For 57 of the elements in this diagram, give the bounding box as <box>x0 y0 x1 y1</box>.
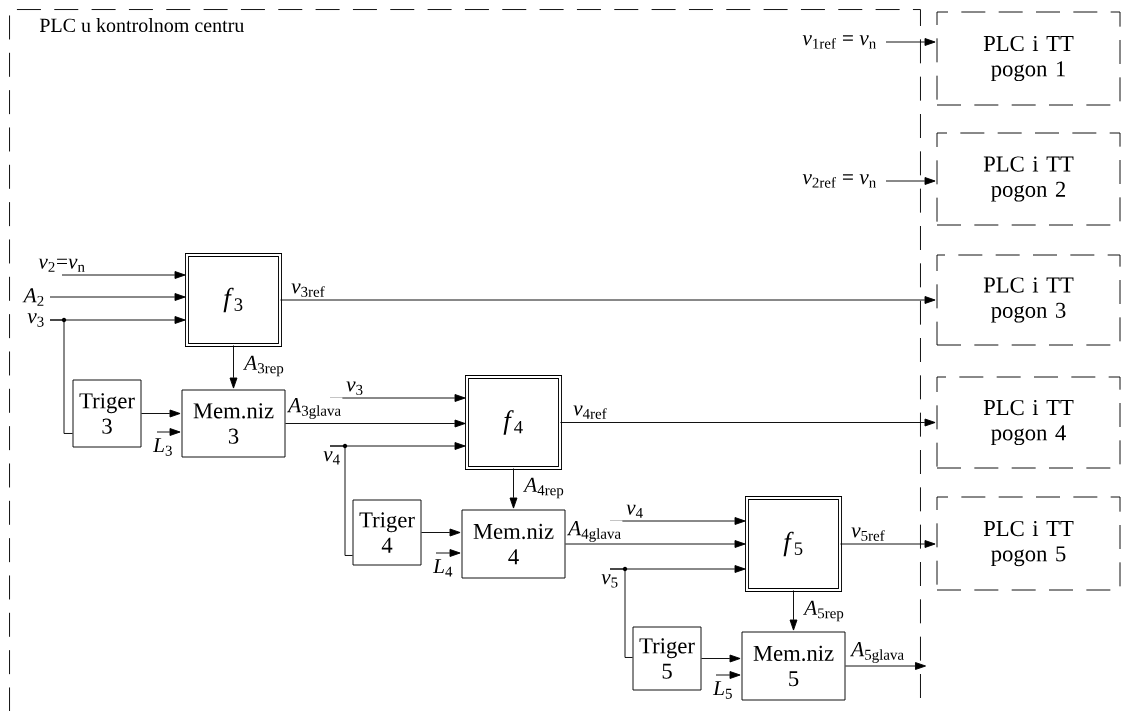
edge-label: A$_{4glava}$ <box>566 520 623 543</box>
edge-label: L$_{5}$ <box>712 680 734 700</box>
trigger-box: Triger 4 <box>352 499 422 566</box>
signal-label: v$_{3}$ <box>27 313 44 327</box>
arrow <box>435 549 461 557</box>
arrow <box>509 468 518 509</box>
dashed-box: PLC i TT pogon 5 <box>936 496 1121 591</box>
arrow <box>285 419 466 428</box>
arrow <box>701 654 741 663</box>
signal-label: v$_{2ref}$ = v$_{n}$ <box>802 174 876 188</box>
edge-label: v$_{5}$ <box>600 573 620 589</box>
arrow <box>885 38 936 46</box>
edge-label: v$_{3ref}$ <box>290 282 326 298</box>
edge-label: A$_{3glava}$ <box>286 397 343 420</box>
signal-label: A$_{2}$ <box>22 288 44 306</box>
arrow <box>565 540 746 548</box>
arrow <box>280 296 936 304</box>
connector-line <box>329 445 353 556</box>
function-block: f$_{3}$ <box>185 253 282 347</box>
arrow <box>885 177 936 185</box>
edge-label: A$_{5glava}$ <box>849 641 906 664</box>
edge-label: v$_{5ref}$ <box>850 526 886 542</box>
memory-box: Mem.niz 3 <box>181 389 286 458</box>
arrow <box>61 271 186 279</box>
dashed-box: PLC i TT pogon 1 <box>936 11 1121 106</box>
edge-label: v$_{4}$ <box>322 450 342 466</box>
trigger-box: Triger 5 <box>632 626 702 691</box>
edge-label: L$_{4}$ <box>432 558 454 578</box>
function-block: f$_{4}$ <box>465 375 562 470</box>
edge-label: A$_{3rep}$ <box>242 355 286 378</box>
arrow <box>421 528 461 537</box>
arrow <box>156 428 181 436</box>
signal-label: v$_{1ref}$ = v$_{n}$ <box>802 35 876 49</box>
arrow <box>715 671 741 679</box>
dashed-box: PLC i TT pogon 3 <box>936 254 1121 346</box>
dashed-box: PLC i TT pogon 4 <box>936 376 1121 469</box>
arrow <box>789 590 798 631</box>
dashed-box: PLC i TT pogon 2 <box>936 132 1121 226</box>
connector-line <box>609 568 633 658</box>
memory-box: Mem.niz 4 <box>461 509 566 579</box>
arrow <box>845 662 926 670</box>
signal-label: v$_{2}$=v$_{n}$ <box>38 258 85 272</box>
edge-label: A$_{5rep}$ <box>802 600 846 623</box>
function-block: f$_{5}$ <box>745 496 842 592</box>
edge-label: v$_{3}$ <box>345 380 365 396</box>
arrow <box>141 409 181 418</box>
edge-label: L$_{3}$ <box>152 437 174 457</box>
edge-label: v$_{4ref}$ <box>572 404 608 420</box>
edge-label: A$_{4rep}$ <box>522 477 566 500</box>
arrow <box>49 293 186 301</box>
connector-line <box>49 319 73 434</box>
edge-label: v$_{4}$ <box>625 503 645 519</box>
memory-box: Mem.niz 5 <box>741 631 846 701</box>
arrow <box>560 418 936 427</box>
arrow <box>840 540 936 548</box>
arrow <box>229 345 238 389</box>
trigger-box: Triger 3 <box>72 379 142 448</box>
